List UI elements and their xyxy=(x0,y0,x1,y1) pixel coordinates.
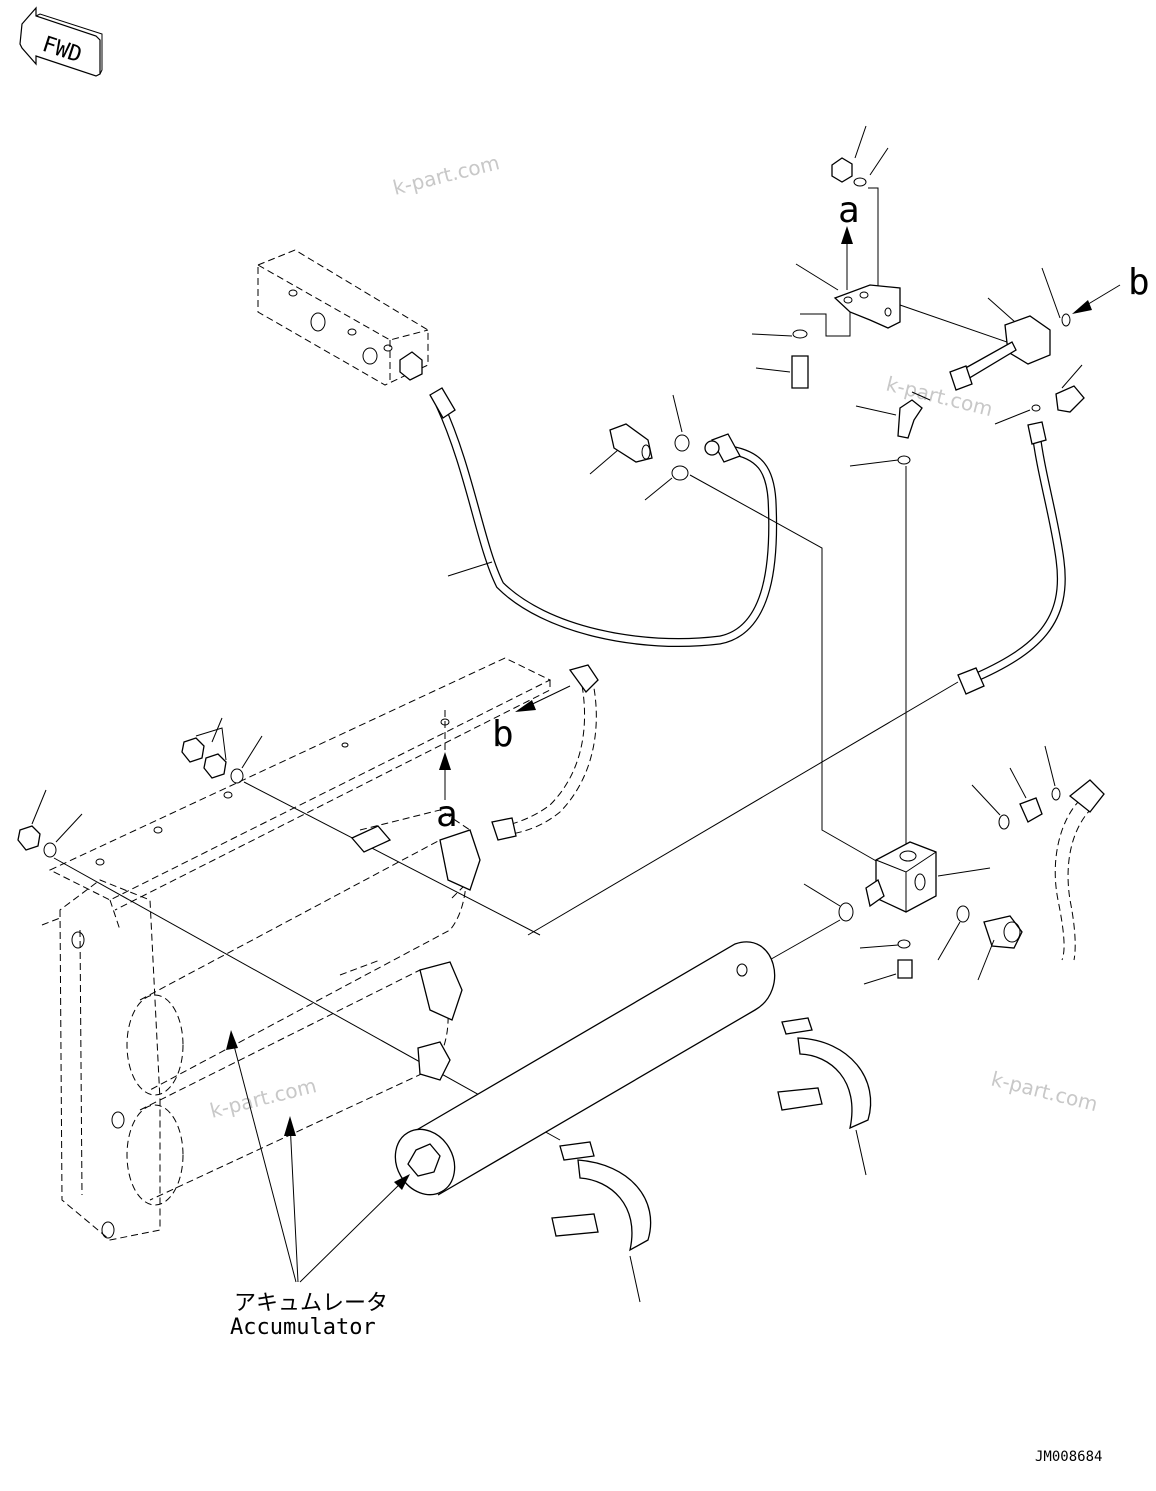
watermark-4: k-part.com xyxy=(989,1067,1100,1117)
plug xyxy=(897,959,913,979)
manifold-block xyxy=(865,841,991,913)
adapter-fitting xyxy=(1019,797,1043,823)
callout-b-bottom: b xyxy=(492,714,514,755)
fwd-arrow-icon: FWD xyxy=(19,6,103,77)
valve-block xyxy=(257,249,429,386)
clamp-band-left xyxy=(551,1141,652,1303)
drawing-number: JM008684 xyxy=(1035,1449,1102,1465)
accumulator-lower xyxy=(126,959,463,1206)
o-ring xyxy=(674,434,690,452)
fwd-label: FWD xyxy=(39,32,85,68)
accumulator-label-jp: アキュムレータ xyxy=(234,1291,388,1316)
accumulator-cylinder xyxy=(394,941,776,1196)
left-hose: b xyxy=(491,664,599,841)
straight-fitting xyxy=(609,423,653,463)
watermark-1: k-part.com xyxy=(390,150,501,200)
accumulator-frame xyxy=(41,879,161,1241)
main-hose xyxy=(429,387,778,647)
lower-right-hose xyxy=(1054,779,1105,961)
accumulator-upper xyxy=(126,809,481,1096)
cap-fitting xyxy=(977,915,1023,981)
o-ring xyxy=(897,939,911,949)
o-ring xyxy=(956,905,970,923)
o-ring xyxy=(838,902,854,922)
bracket xyxy=(751,125,1031,389)
callout-a-top: a xyxy=(838,190,860,231)
elbow-fitting xyxy=(849,391,931,850)
nuts-washers-left xyxy=(17,717,561,1141)
tee-pipe: b xyxy=(949,262,1150,425)
o-ring xyxy=(671,465,689,481)
accumulator-label-en: Accumulator xyxy=(230,1315,376,1340)
o-ring xyxy=(998,814,1010,830)
clamp-band-right xyxy=(777,1017,872,1176)
mounting-plate: a xyxy=(48,657,552,931)
watermark-3: k-part.com xyxy=(207,1073,318,1123)
right-hose xyxy=(957,421,1066,695)
accumulator-pointers xyxy=(226,1030,410,1283)
callout-b-top: b xyxy=(1128,262,1150,303)
